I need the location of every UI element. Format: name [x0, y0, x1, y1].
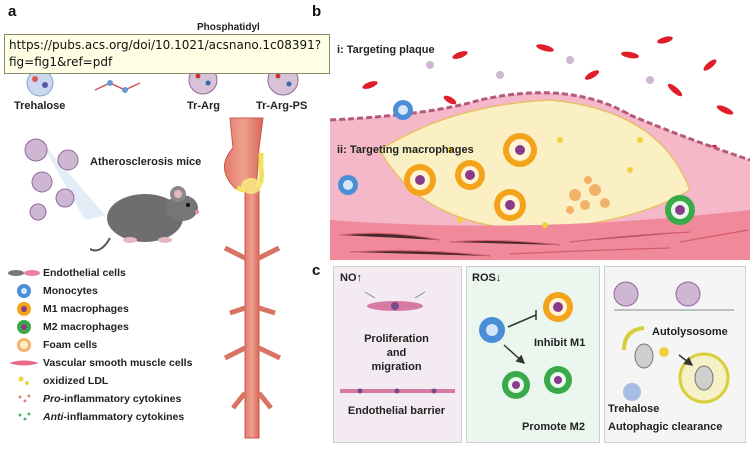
smooth-muscle-cell-icon	[5, 355, 43, 371]
endothelial-barrier-icon	[340, 388, 455, 394]
legend-item: M2 macrophages	[5, 318, 129, 336]
migration-label: migration	[371, 361, 422, 373]
trehalose-molecule-icon	[26, 69, 54, 97]
legend-label: M1 macrophages	[43, 303, 129, 315]
plaque-cross-section	[330, 36, 750, 260]
legend-label: Pro-inflammatory cytokines	[43, 393, 182, 405]
no-header: NO↑	[340, 272, 362, 284]
proliferation-label: Proliferation	[364, 333, 429, 345]
foam-cell-icon	[5, 337, 43, 353]
legend-label: Anti-inflammatory cytokines	[43, 411, 185, 423]
legend-label: Monocytes	[43, 285, 98, 297]
circulating-nanoparticle-icon	[426, 56, 654, 84]
legend-item: M1 macrophages	[5, 300, 129, 318]
url-tooltip: https://pubs.acs.org/doi/10.1021/acsnano…	[4, 34, 330, 74]
monocyte-icon	[479, 317, 505, 343]
legend-item: Monocytes	[5, 282, 98, 300]
tooltip-url: https://pubs.acs.org/doi/10.1021/acsnano…	[9, 38, 322, 69]
legend-item: Pro-inflammatory cytokines	[5, 390, 181, 408]
m1-macrophage-icon	[543, 292, 573, 322]
legend-label-italic: Pro	[43, 393, 61, 405]
endothelial-barrier-label: Endothelial barrier	[347, 405, 446, 417]
legend-label-italic: Anti	[43, 411, 64, 423]
legend-label: Foam cells	[43, 339, 98, 351]
legend-label: M2 macrophages	[43, 321, 129, 333]
mouse-icon	[90, 186, 199, 252]
injection-illustration	[24, 138, 105, 221]
legend-item: oxidized LDL	[5, 372, 108, 390]
legend-label: Vascular smooth muscle cells	[43, 357, 193, 369]
macrophage-polarization-illustration	[479, 292, 573, 399]
foam-cell-icon	[566, 176, 610, 214]
monocyte-icon	[338, 100, 413, 195]
legend-item: Vascular smooth muscle cells	[5, 354, 192, 372]
endothelial-migration-illustration	[364, 291, 426, 311]
anti-cytokine-icon	[5, 409, 43, 425]
monocyte-icon	[5, 283, 43, 299]
trehalose-c-label: Trehalose	[608, 403, 660, 415]
legend-item: Foam cells	[5, 336, 97, 354]
autolysosome-icon	[678, 352, 730, 404]
promote-m2-label: Promote M2	[522, 421, 585, 433]
tr-arg-ps-label: Tr-Arg-PS	[256, 100, 308, 112]
legend-item: Endothelial cells	[5, 264, 126, 282]
panel-b-letter: b	[312, 3, 322, 20]
autophagosome-icon	[622, 326, 654, 369]
m2-macrophage-icon	[502, 366, 572, 399]
ros-panel	[466, 266, 600, 443]
linker-molecule-icon	[94, 80, 141, 93]
trehalose-molecule-icon	[623, 383, 641, 401]
tr-arg-ps-nanoparticle-icon	[613, 281, 701, 307]
autophagic-clearance-label: Autophagic clearance	[608, 421, 723, 433]
trehalose-label: Trehalose	[14, 100, 66, 112]
inhibit-m1-label: Inhibit M1	[534, 337, 586, 349]
legend-label: Endothelial cells	[43, 267, 126, 279]
m2-macrophage-icon	[5, 319, 43, 335]
targeting-macrophages-label: ii: Targeting macrophages	[337, 144, 474, 156]
tr-arg-label: Tr-Arg	[187, 100, 220, 112]
autophagy-illustration	[613, 281, 734, 404]
legend-item: Anti-inflammatory cytokines	[5, 408, 184, 426]
no-panel	[333, 266, 462, 443]
oxidized-ldl-icon	[5, 373, 43, 389]
atherosclerosis-mice-label: Atherosclerosis mice	[90, 156, 202, 168]
ros-header: ROS↓	[472, 272, 502, 284]
panel-c-letter: c	[312, 262, 321, 279]
pro-cytokine-icon	[5, 391, 43, 407]
targeting-plaque-label: i: Targeting plaque	[337, 44, 435, 56]
oxidized-ldl-icon	[447, 137, 643, 228]
phosphatidyl-label: Phosphatidyl	[197, 22, 260, 33]
m2-macrophage-icon	[665, 195, 695, 225]
m1-macrophage-icon	[404, 133, 537, 221]
m1-macrophage-icon	[5, 301, 43, 317]
legend-label: oxidized LDL	[43, 375, 109, 387]
injected-nanoparticle-icon	[24, 138, 79, 221]
endothelial-cell-icon	[5, 265, 43, 281]
and-label: and	[386, 347, 407, 359]
autolysosome-label: Autolysosome	[652, 326, 728, 338]
panel-a-letter: a	[8, 3, 17, 20]
aorta-illustration	[223, 117, 282, 439]
